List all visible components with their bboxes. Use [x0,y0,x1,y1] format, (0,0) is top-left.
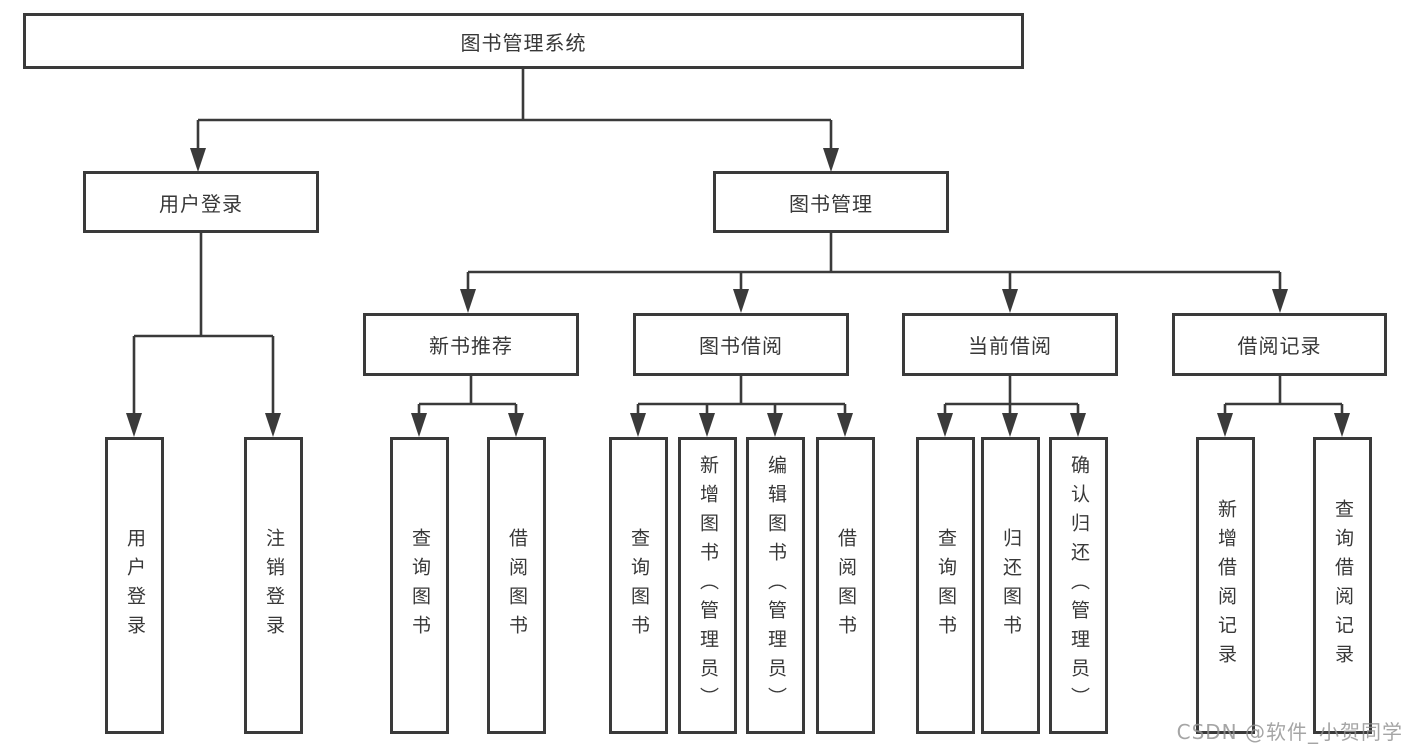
connector-userlogin-to-leaves [132,233,275,415]
arrowhead [1334,413,1350,437]
arrowhead [1070,413,1086,437]
arrowhead [1002,289,1018,313]
arrowhead [1272,289,1288,313]
leaf-user-login: 用户登录 [105,437,164,734]
leaf-bookborrow-edit-label: 编辑图书（管理员） [765,455,787,716]
leaf-currentborrow-confirm-label: 确认归还（管理员） [1068,455,1090,716]
arrowheads [126,148,1350,437]
arrowhead [767,413,783,437]
leaf-bookborrow-add-label: 新增图书（管理员） [697,455,719,716]
leaf-newbook-borrow: 借阅图书 [487,437,546,734]
node-user-login-label: 用户登录 [159,191,243,216]
leaf-newbook-search: 查询图书 [390,437,449,734]
connector-root-to-level2 [196,69,833,150]
leaf-bookborrow-borrow-label: 借阅图书 [835,527,857,644]
leaf-currentborrow-return-label: 归还图书 [1000,527,1022,644]
node-book-borrow: 图书借阅 [633,313,849,376]
arrowhead [733,289,749,313]
node-root-label: 图书管理系统 [460,30,587,55]
leaf-record-search-label: 查询借阅记录 [1332,498,1354,673]
arrowhead [937,413,953,437]
leaf-bookborrow-borrow: 借阅图书 [816,437,875,734]
leaf-bookborrow-edit: 编辑图书（管理员） [746,437,805,734]
arrowhead [1217,413,1233,437]
leaf-logout: 注销登录 [244,437,303,734]
arrowhead [837,413,853,437]
leaf-record-search: 查询借阅记录 [1313,437,1372,734]
leaf-currentborrow-return: 归还图书 [981,437,1040,734]
arrowhead [126,413,142,437]
connector-newbookrec-to-leaves [417,376,518,416]
leaf-currentborrow-search-label: 查询图书 [935,527,957,644]
node-borrow-record-label: 借阅记录 [1237,334,1322,358]
node-book-mgmt-label: 图书管理 [789,191,873,216]
node-borrow-record: 借阅记录 [1172,313,1387,376]
csdn-watermark: CSDN @软件_小贺同学 [1176,720,1403,744]
node-new-book-rec-label: 新书推荐 [429,334,513,358]
node-book-mgmt: 图书管理 [713,171,949,233]
arrowhead [265,413,281,437]
node-user-login: 用户登录 [83,171,319,233]
connector-bookborrow-to-leaves [636,376,847,416]
connector-currentborrow-to-leaves [943,376,1080,416]
node-new-book-rec: 新书推荐 [363,313,579,376]
leaf-currentborrow-search: 查询图书 [916,437,975,734]
leaf-record-add: 新增借阅记录 [1196,437,1255,734]
connector-bookmgmt-to-level3 [466,233,1282,291]
leaf-bookborrow-search: 查询图书 [609,437,668,734]
arrowhead [1002,413,1018,437]
connector-borrowrecord-to-leaves [1223,376,1344,416]
node-root: 图书管理系统 [23,13,1024,69]
leaf-bookborrow-add: 新增图书（管理员） [678,437,737,734]
arrowhead [190,148,206,172]
arrowhead [508,413,524,437]
leaf-currentborrow-confirm: 确认归还（管理员） [1049,437,1108,734]
arrowhead [699,413,715,437]
leaf-logout-label: 注销登录 [263,527,285,644]
arrowhead [411,413,427,437]
arrowhead [823,148,839,172]
leaf-newbook-borrow-label: 借阅图书 [506,527,528,644]
node-current-borrow-label: 当前借阅 [968,334,1052,358]
node-book-borrow-label: 图书借阅 [699,334,783,358]
arrowhead [630,413,646,437]
leaf-record-add-label: 新增借阅记录 [1215,498,1237,673]
arrowhead [460,289,476,313]
leaf-bookborrow-search-label: 查询图书 [628,527,650,644]
node-current-borrow: 当前借阅 [902,313,1118,376]
leaf-newbook-search-label: 查询图书 [409,527,431,644]
leaf-user-login-label: 用户登录 [124,527,146,644]
